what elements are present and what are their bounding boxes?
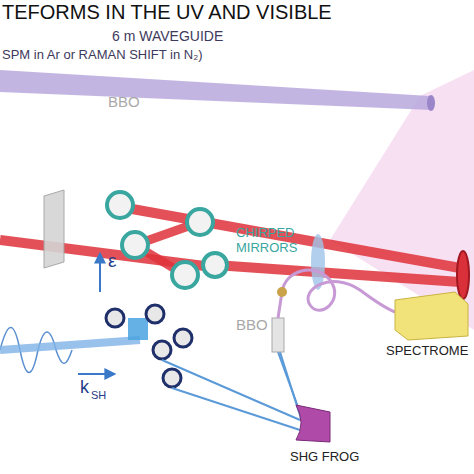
frog-mirror bbox=[296, 405, 330, 442]
spectrometer bbox=[395, 292, 468, 340]
component-label: SPECTROME bbox=[386, 344, 468, 359]
wavevector-arrow bbox=[78, 373, 114, 375]
lens bbox=[311, 234, 325, 290]
waveguide-end bbox=[427, 95, 435, 111]
waveguide-label: 6 m WAVEGUIDE bbox=[112, 28, 223, 44]
light-cone bbox=[330, 70, 474, 330]
waveguide bbox=[0, 70, 432, 110]
component-label: BBO bbox=[108, 93, 140, 110]
title: TEFORMS IN THE UV AND VISIBLE bbox=[2, 1, 332, 24]
prism bbox=[128, 318, 148, 340]
fiber bbox=[278, 270, 395, 318]
chirped-mirrors bbox=[107, 192, 227, 288]
component-label: CHIRPED MIRRORS bbox=[236, 226, 302, 256]
component-label: SHG FROG bbox=[290, 450, 359, 465]
end-mirror bbox=[457, 251, 469, 299]
bbo-plate bbox=[44, 190, 64, 268]
red-beam bbox=[215, 265, 460, 282]
blue-beam bbox=[0, 340, 140, 350]
subscript-label: SH bbox=[91, 389, 106, 402]
small-mirrors bbox=[106, 305, 192, 387]
polarization-arrow bbox=[99, 254, 101, 292]
symbol-label: k bbox=[80, 377, 89, 398]
waveguide-note: SPM in Ar or RAMAN SHIFT in N₂) bbox=[2, 48, 203, 63]
symbol-label: ε bbox=[108, 250, 116, 272]
blue-beam bbox=[162, 360, 300, 420]
bbo-crystal bbox=[272, 318, 284, 352]
blue-beam bbox=[172, 388, 300, 430]
component-label: BBO bbox=[236, 316, 268, 333]
fiber-tip bbox=[277, 287, 287, 297]
